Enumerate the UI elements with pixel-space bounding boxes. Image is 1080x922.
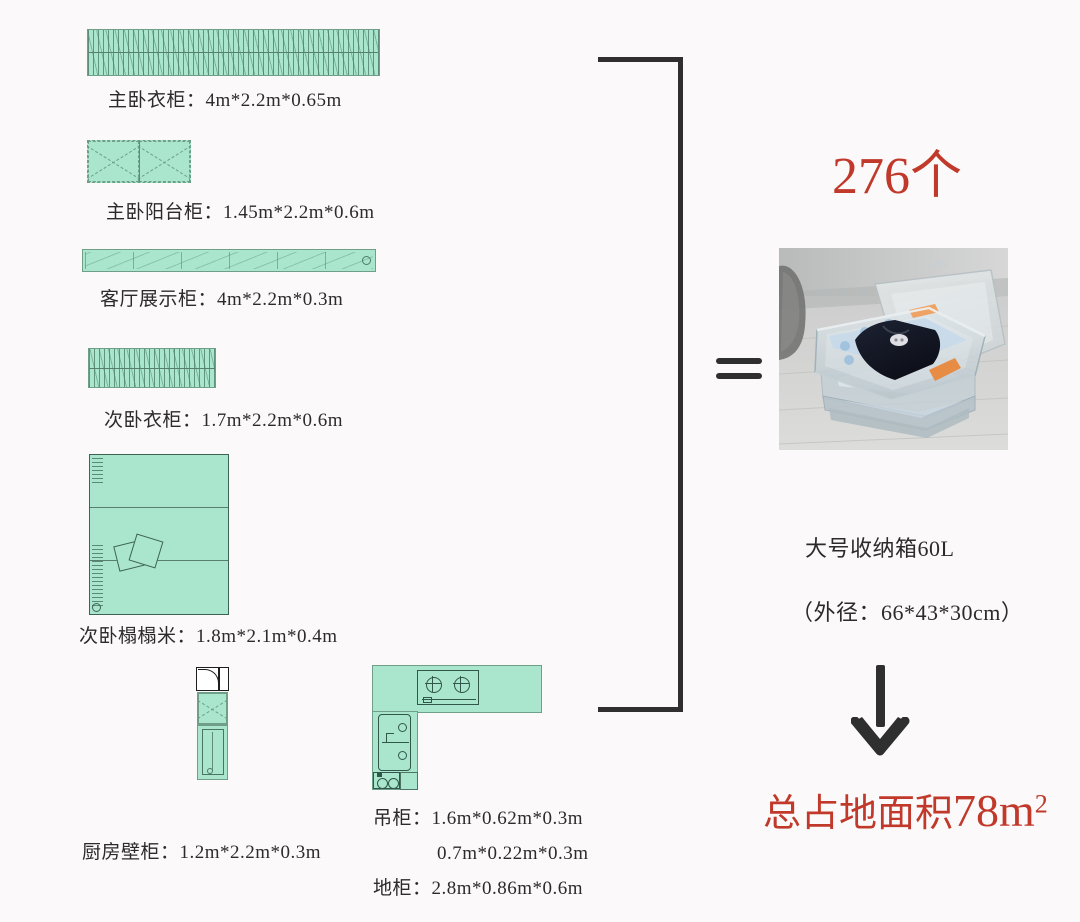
burner-cross-icon — [432, 676, 433, 692]
sink-drain-icon — [398, 751, 407, 760]
label-kitchen-floor-cabinet: 地柜：2.8m*0.86m*0.6m — [373, 878, 584, 899]
equals-bar-bottom — [716, 373, 762, 379]
grouping-bracket — [598, 57, 683, 712]
equals-bar-top — [716, 358, 762, 364]
total-area-exponent: 2 — [1034, 789, 1048, 819]
label-kitchen-hanging-cabinet: 吊柜：1.6m*0.62m*0.3m — [373, 808, 584, 829]
appliance-dial-icon — [388, 778, 399, 789]
center-post — [139, 141, 140, 182]
sink-icon — [378, 714, 411, 771]
plan-second-bedroom-tatami — [89, 454, 229, 615]
burner-icon — [454, 677, 470, 693]
stove-front-rail — [422, 699, 476, 700]
inner-panel — [202, 729, 224, 775]
box-count-headline: 276个 — [832, 148, 963, 205]
label-master-balcony-cabinet: 主卧阳台柜：1.45m*2.2m*0.6m — [106, 202, 375, 223]
total-area-value: 78 — [953, 785, 1000, 836]
counter-segment — [400, 772, 418, 790]
shelf-line — [89, 368, 215, 369]
corner-knob-icon — [92, 603, 101, 612]
divider-line — [88, 30, 89, 75]
appliance-dial-icon — [377, 778, 388, 789]
door-post — [218, 667, 220, 691]
faucet-icon — [386, 733, 394, 734]
appliance-mark — [377, 773, 382, 777]
tatami-seam — [90, 560, 228, 561]
storage-box-photo-svg — [779, 248, 1008, 450]
tatami-seam — [90, 507, 228, 508]
storage-box-outer-size: （外径：66*43*30cm） — [791, 600, 1024, 625]
plan-master-bedroom-wardrobe — [87, 29, 380, 76]
sink-drain-icon — [398, 723, 407, 732]
end-knob-icon — [362, 256, 371, 265]
panel-cell — [139, 141, 190, 182]
burner-cross-icon — [460, 676, 461, 692]
drawer-comb-bottom — [92, 545, 103, 607]
total-area-headline: 总占地面积78m2 — [763, 782, 1048, 837]
burner-icon — [426, 677, 442, 693]
panel-cell — [198, 693, 227, 724]
equals-sign — [716, 358, 762, 382]
cabinet-lower-body — [197, 725, 228, 780]
stove-icon — [417, 670, 479, 705]
label-second-bedroom-tatami: 次卧榻榻米：1.8m*2.1m*0.4m — [79, 626, 338, 647]
down-arrow-icon — [851, 665, 911, 757]
plan-kitchen-wall-cabinet — [196, 667, 229, 780]
label-second-bedroom-wardrobe: 次卧衣柜：1.7m*2.2m*0.6m — [104, 410, 344, 431]
stove-knob — [423, 697, 432, 703]
label-living-room-display-cabinet: 客厅展示柜：4m*2.2m*0.3m — [100, 289, 344, 310]
arrow-shaft — [876, 665, 885, 727]
burner-cross-icon — [425, 683, 441, 684]
label-kitchen-wall-cabinet: 厨房壁柜：1.2m*2.2m*0.3m — [82, 842, 322, 863]
inner-line — [212, 732, 213, 770]
arrow-head — [851, 717, 910, 756]
divider-line — [378, 30, 379, 75]
knob-icon — [207, 768, 213, 774]
total-area-unit: m — [999, 785, 1035, 836]
storage-box-photo — [779, 248, 1008, 450]
total-area-prefix: 总占地面积 — [763, 793, 954, 835]
cabinet-upper-cell — [197, 692, 228, 725]
shelf-motif — [85, 252, 373, 269]
storage-box-name: 大号收纳箱60L — [805, 536, 955, 561]
plan-master-balcony-cabinet — [87, 140, 191, 183]
drawer-comb-top — [92, 458, 103, 484]
plan-living-room-display-cabinet — [82, 249, 376, 272]
label-kitchen-hanging-cabinet-second: 0.7m*0.22m*0.3m — [437, 843, 589, 864]
faucet-icon — [386, 733, 387, 743]
panel-cell — [88, 141, 139, 182]
plan-second-bedroom-wardrobe — [88, 348, 216, 388]
sink-divider — [382, 742, 409, 743]
appliance-icon — [373, 772, 400, 789]
label-master-bedroom-wardrobe: 主卧衣柜：4m*2.2m*0.65m — [108, 90, 342, 111]
burner-cross-icon — [453, 683, 469, 684]
plan-kitchen-counters — [372, 665, 542, 790]
shelf-line — [88, 52, 379, 53]
